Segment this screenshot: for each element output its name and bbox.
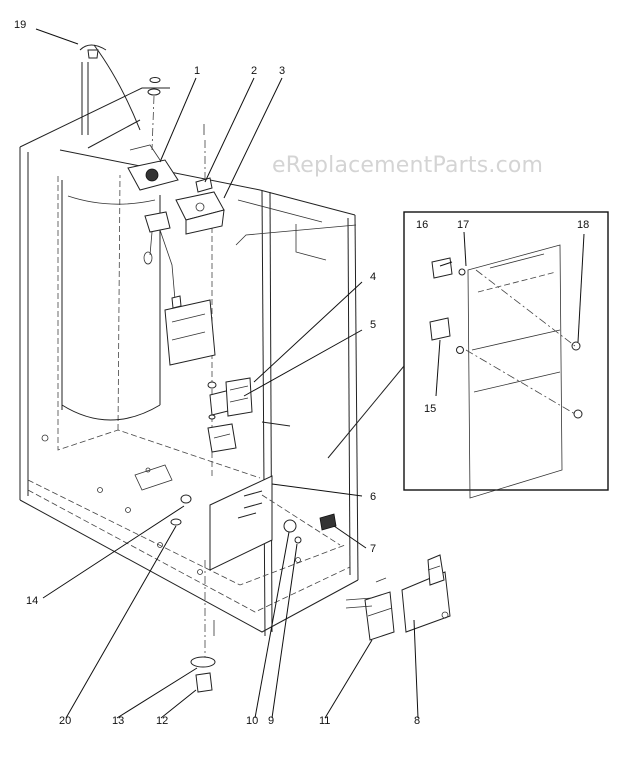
mounting-plate (209, 475, 341, 571)
callout-labels: 19 1 2 3 4 5 6 7 8 9 10 11 12 13 14 15 1… (14, 19, 589, 727)
callout-2: 2 (251, 65, 257, 77)
callout-19: 19 (14, 19, 26, 31)
front-parts (170, 494, 451, 693)
watermark-text: eReplacementParts.com (272, 153, 543, 178)
top-assembly (79, 44, 357, 309)
leader-lines (35, 28, 585, 719)
callout-11: 11 (319, 715, 330, 727)
callout-13: 13 (112, 715, 124, 727)
callout-17: 17 (457, 219, 469, 231)
cabinet-housing (19, 87, 359, 637)
callout-15: 15 (424, 403, 436, 415)
callout-7: 7 (370, 543, 376, 555)
callout-10: 10 (246, 715, 258, 727)
inset-detail-frame (327, 211, 609, 499)
callout-5: 5 (370, 319, 376, 331)
relay-assembly (207, 377, 291, 453)
callout-20: 20 (59, 715, 71, 727)
callout-8: 8 (414, 715, 420, 727)
callout-14: 14 (26, 595, 38, 607)
callout-4: 4 (370, 271, 376, 283)
callout-6: 6 (370, 491, 376, 503)
callout-1: 1 (194, 65, 200, 77)
callout-18: 18 (577, 219, 589, 231)
callout-3: 3 (279, 65, 285, 77)
callout-16: 16 (416, 219, 428, 231)
callout-9: 9 (268, 715, 274, 727)
callout-12: 12 (156, 715, 168, 727)
